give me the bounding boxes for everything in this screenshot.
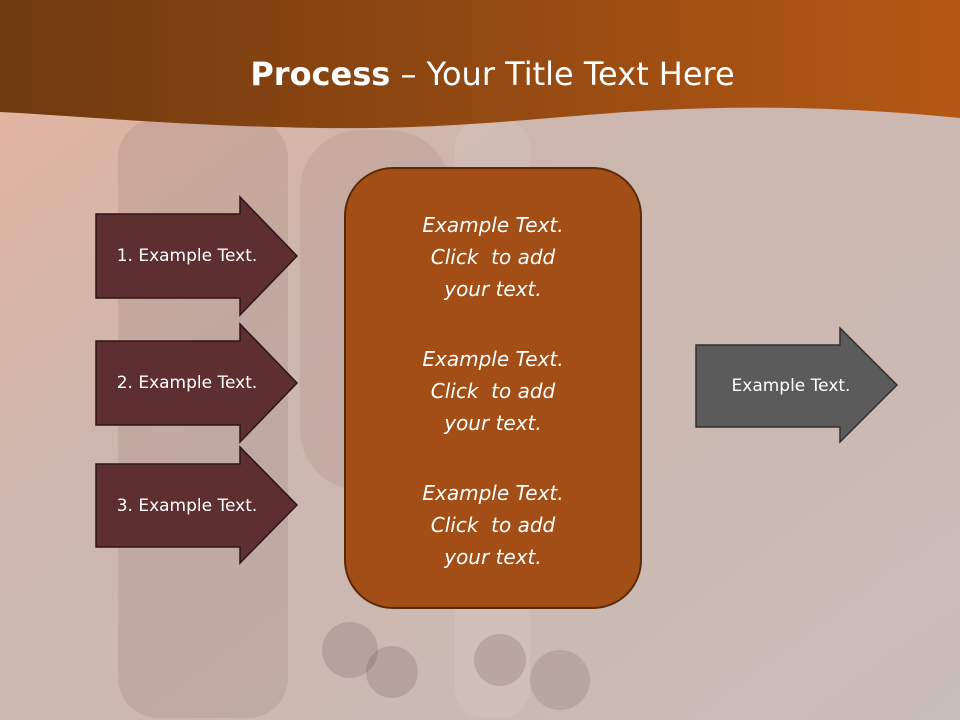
header-band xyxy=(0,0,960,129)
left-arrow-label-1[interactable]: 1. Example Text. xyxy=(116,246,258,266)
left-arrow-3 xyxy=(95,445,299,565)
center-text-line: Example Text. xyxy=(422,213,564,237)
left-arrow-1 xyxy=(95,195,299,317)
left-arrow-shapes xyxy=(95,195,299,565)
center-text-line: Example Text. xyxy=(422,347,564,371)
center-text-line: Click to add xyxy=(430,245,556,269)
center-text-line: your text. xyxy=(444,411,542,435)
center-text-block-2: Example Text. Click to add your text. xyxy=(422,343,563,439)
center-box[interactable]: Example Text. Click to add your text. Ex… xyxy=(345,168,641,608)
center-text-block-3: Example Text. Click to add your text. xyxy=(422,477,563,573)
title-rest: – Your Title Text Here xyxy=(390,55,735,93)
title-bold: Process xyxy=(250,55,391,93)
center-text-line: Example Text. xyxy=(422,481,564,505)
left-arrow-label-3[interactable]: 3. Example Text. xyxy=(116,495,258,516)
center-text-block-1: Example Text. Click to add your text. xyxy=(422,209,563,305)
center-text-line: your text. xyxy=(444,277,542,301)
center-text-line: Click to add xyxy=(430,379,556,403)
right-arrow-shape xyxy=(695,326,899,444)
left-arrow-2 xyxy=(95,322,299,444)
center-text-line: Click to add xyxy=(430,513,556,537)
left-arrow-label-2[interactable]: 2. Example Text. xyxy=(116,373,258,393)
center-text-line: your text. xyxy=(444,545,542,569)
slide-title[interactable]: Process – Your Title Text Here xyxy=(0,52,960,96)
right-arrow-label[interactable]: Example Text. xyxy=(731,376,851,396)
center-box-shape xyxy=(344,167,642,609)
